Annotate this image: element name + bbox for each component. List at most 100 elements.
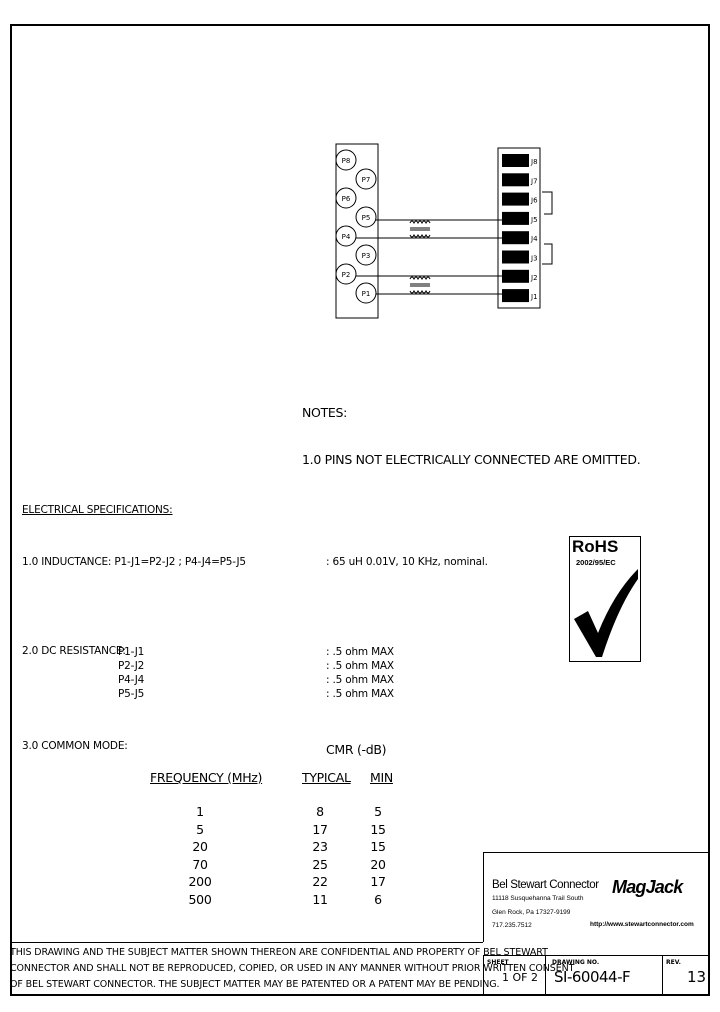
- plug-pin: P1: [355, 282, 377, 304]
- rohs-title: RoHS: [572, 537, 619, 556]
- rohs-subtitle: 2002/95/EC: [576, 558, 616, 567]
- jack-contact: [502, 250, 529, 264]
- plug-pin-label: P1: [362, 290, 371, 298]
- company-block: Bel Stewart Connector 11118 Susquehanna …: [483, 852, 710, 942]
- typical-cell: 17: [312, 821, 328, 837]
- plug-pin-label: P3: [362, 252, 371, 260]
- drawing-no-label: DRAWING NO.: [552, 959, 600, 966]
- jack-contact: [502, 269, 529, 283]
- drawing-frame: [10, 24, 710, 996]
- inductance-label: 1.0 INDUCTANCE: P1-J1=P2-J2 ; P4-J4=P5-J…: [22, 556, 246, 568]
- dc-row-pins: P2-J2: [118, 660, 145, 672]
- min-cell: 15: [370, 821, 386, 837]
- plug-pin-label: P7: [362, 176, 371, 184]
- rohs-logo: RoHS 2002/95/EC: [569, 536, 641, 662]
- jack-pin-label: J6: [530, 197, 538, 205]
- company-address1: 11118 Susquehanna Trail South: [492, 895, 584, 902]
- plug-pin: P7: [355, 168, 377, 190]
- typical-column: 8 17 23 25 22 11: [300, 803, 340, 908]
- jack-contact: [502, 173, 529, 187]
- sheet-label: SHEET: [487, 959, 509, 966]
- min-cell: 20: [370, 856, 386, 872]
- dc-row-value: : .5 ohm MAX: [326, 688, 394, 700]
- jack-contact: [502, 211, 529, 225]
- freq-cell: 5: [196, 821, 204, 837]
- plug-pin-label: P6: [342, 195, 351, 203]
- freq-cell: 20: [192, 839, 208, 854]
- rev-label: REV.: [666, 959, 681, 966]
- dc-row-pins: P5-J5: [118, 688, 145, 700]
- magjack-logo: MagJack: [612, 877, 683, 897]
- company-phone: 717.235.7512: [492, 922, 532, 929]
- jack-contact: [502, 154, 529, 167]
- freq-cell: 1: [196, 804, 204, 819]
- confidentiality-notice: THIS DRAWING AND THE SUBJECT MATTER SHOW…: [10, 942, 575, 996]
- dc-row-pins: P1-J1: [118, 646, 145, 658]
- drawing-no: SI-60044-F: [554, 968, 631, 986]
- jack-pin-label: J5: [530, 216, 538, 224]
- plug-pin-label: P5: [362, 214, 371, 222]
- plug-pin: P5: [355, 206, 377, 228]
- sheet-value: 1 OF 2: [502, 971, 538, 984]
- plug-pin: P2: [335, 263, 357, 285]
- min-cell: 17: [370, 874, 386, 889]
- confidentiality-line: OF BEL STEWART CONNECTOR. THE SUBJECT MA…: [10, 979, 500, 990]
- typical-cell: 8: [316, 804, 324, 819]
- title-block: SHEET 1 OF 2 DRAWING NO. SI-60044-F REV.…: [483, 955, 710, 996]
- typical-cell: 23: [312, 839, 328, 854]
- plug-pin: P4: [335, 225, 357, 247]
- company-name: Bel Stewart Connector: [492, 879, 599, 891]
- dc-resistance-label: 2.0 DC RESISTANCE:: [22, 645, 126, 657]
- notes-heading: NOTES:: [302, 405, 348, 420]
- company-address2: Glen Rock, Pa 17327-9199: [492, 909, 571, 916]
- jack-contact: [502, 231, 529, 245]
- dc-row-value: : .5 ohm MAX: [326, 660, 394, 672]
- confidentiality-line: CONNECTOR AND SHALL NOT BE REPRODUCED, C…: [10, 963, 575, 974]
- jack-pin-label: J3: [530, 255, 538, 263]
- cmr-header: CMR (-dB): [326, 742, 387, 757]
- choke-upper: [409, 220, 431, 238]
- choke-lower: [409, 276, 431, 294]
- confidentiality-line: THIS DRAWING AND THE SUBJECT MATTER SHOW…: [10, 947, 548, 958]
- plug-pin-label: P2: [342, 271, 351, 279]
- rev-value: 13: [687, 968, 707, 986]
- drawing-no-cell: DRAWING NO. SI-60044-F: [546, 956, 663, 995]
- jack-pin-label: J4: [530, 235, 538, 243]
- min-column: 5 15 15 20 17 6: [358, 803, 398, 908]
- plug-pin-label: P8: [342, 157, 351, 165]
- jack-pin-label: J1: [530, 293, 538, 301]
- freq-cell: 200: [188, 874, 212, 889]
- dc-row-value: : .5 ohm MAX: [326, 674, 394, 686]
- specs-heading: ELECTRICAL SPECIFICATIONS:: [22, 504, 173, 516]
- plug-pin: P6: [335, 187, 357, 209]
- freq-cell: 70: [192, 856, 208, 872]
- freq-cell: 500: [188, 891, 212, 907]
- note-item: 1.0 PINS NOT ELECTRICALLY CONNECTED ARE …: [302, 452, 641, 467]
- plug-pin-label: P4: [342, 233, 351, 241]
- plug-pin: P3: [355, 244, 377, 266]
- jack-pin-label: J2: [530, 274, 538, 282]
- jack-contact: [502, 289, 529, 303]
- freq-column: 1 5 20 70 200 500: [170, 803, 230, 908]
- jack-pin-label: J7: [530, 177, 538, 185]
- rev-cell: REV. 13: [663, 956, 709, 995]
- dc-resistance-values: : .5 ohm MAX : .5 ohm MAX : .5 ohm MAX :…: [326, 645, 394, 701]
- min-cell: 5: [374, 804, 382, 819]
- company-website: http://www.stewartconnector.com: [590, 921, 694, 928]
- typical-cell: 25: [312, 856, 328, 872]
- typical-cell: 11: [312, 891, 328, 907]
- min-header: MIN: [370, 770, 393, 785]
- typical-header: TYPICAL: [302, 770, 351, 785]
- sheet-cell: SHEET 1 OF 2: [484, 956, 546, 995]
- dc-resistance-pins: P1-J1 P2-J2 P4-J4 P5-J5: [118, 645, 144, 701]
- inductance-value: : 65 uH 0.01V, 10 KHz, nominal.: [326, 556, 488, 568]
- min-cell: 6: [374, 891, 382, 907]
- freq-header: FREQUENCY (MHz): [150, 770, 263, 785]
- plug-pin: P8: [335, 149, 357, 171]
- jack-contact: [502, 192, 529, 206]
- typical-cell: 22: [312, 874, 328, 889]
- dc-row-value: : .5 ohm MAX: [326, 646, 394, 658]
- common-mode-label: 3.0 COMMON MODE:: [22, 740, 128, 752]
- checkmark-icon: [574, 569, 638, 657]
